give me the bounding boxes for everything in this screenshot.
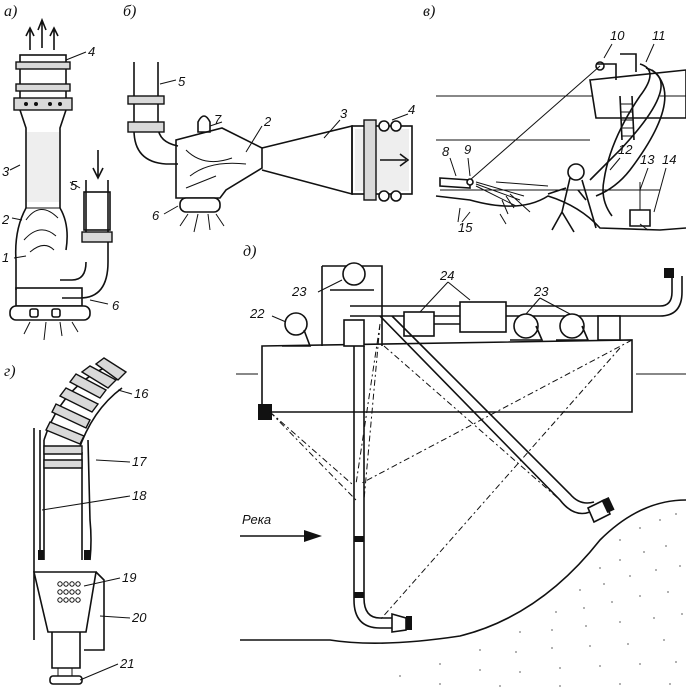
callout-v-9: 9 xyxy=(464,142,471,157)
callout-v-11: 11 xyxy=(652,28,666,43)
callout-d-23-right: 23 xyxy=(533,284,549,299)
callout-g-19: 19 xyxy=(122,570,136,585)
callout-b-6: 6 xyxy=(152,208,160,223)
panel-a-drawing: а) xyxy=(4,3,113,341)
callout-a-6: 6 xyxy=(112,298,120,313)
panel-d-label: д) xyxy=(243,243,256,260)
callout-b-2: 2 xyxy=(263,114,272,129)
panel-g-label: г) xyxy=(4,363,16,380)
callout-a-1: 1 xyxy=(2,250,9,265)
callout-b-4: 4 xyxy=(408,102,415,117)
callout-v-14: 14 xyxy=(662,152,676,167)
callout-d-24: 24 xyxy=(439,268,454,283)
panel-v-label: в) xyxy=(423,3,435,20)
callout-a-3: 3 xyxy=(2,164,10,179)
callout-g-20: 20 xyxy=(131,610,147,625)
panel-g-drawing: г) xyxy=(4,357,133,685)
callout-v-8: 8 xyxy=(442,144,450,159)
callout-b-5: 5 xyxy=(178,74,186,89)
panel-d-drawing: д) xyxy=(236,243,686,687)
callout-d-22: 22 xyxy=(249,306,265,321)
panel-v-drawing: в) xyxy=(423,3,686,233)
callout-a-2: 2 xyxy=(1,212,10,227)
callout-b-3: 3 xyxy=(340,106,348,121)
panel-a-label: а) xyxy=(4,3,17,20)
callout-d-23-left: 23 xyxy=(291,284,307,299)
callout-g-16: 16 xyxy=(134,386,149,401)
callout-b-7: 7 xyxy=(214,112,222,127)
callout-g-18: 18 xyxy=(132,488,147,503)
panel-b-drawing: б) xyxy=(123,3,413,233)
callout-a-5: 5 xyxy=(70,178,78,193)
river-label: Река xyxy=(242,512,271,527)
callout-g-17: 17 xyxy=(132,454,147,469)
panel-b-label: б) xyxy=(123,3,136,20)
callout-a-4: 4 xyxy=(88,44,95,59)
callout-v-13: 13 xyxy=(640,152,655,167)
callout-g-21: 21 xyxy=(119,656,134,671)
callout-v-12: 12 xyxy=(618,142,633,157)
callout-v-15: 15 xyxy=(458,220,473,235)
callout-v-10: 10 xyxy=(610,28,625,43)
